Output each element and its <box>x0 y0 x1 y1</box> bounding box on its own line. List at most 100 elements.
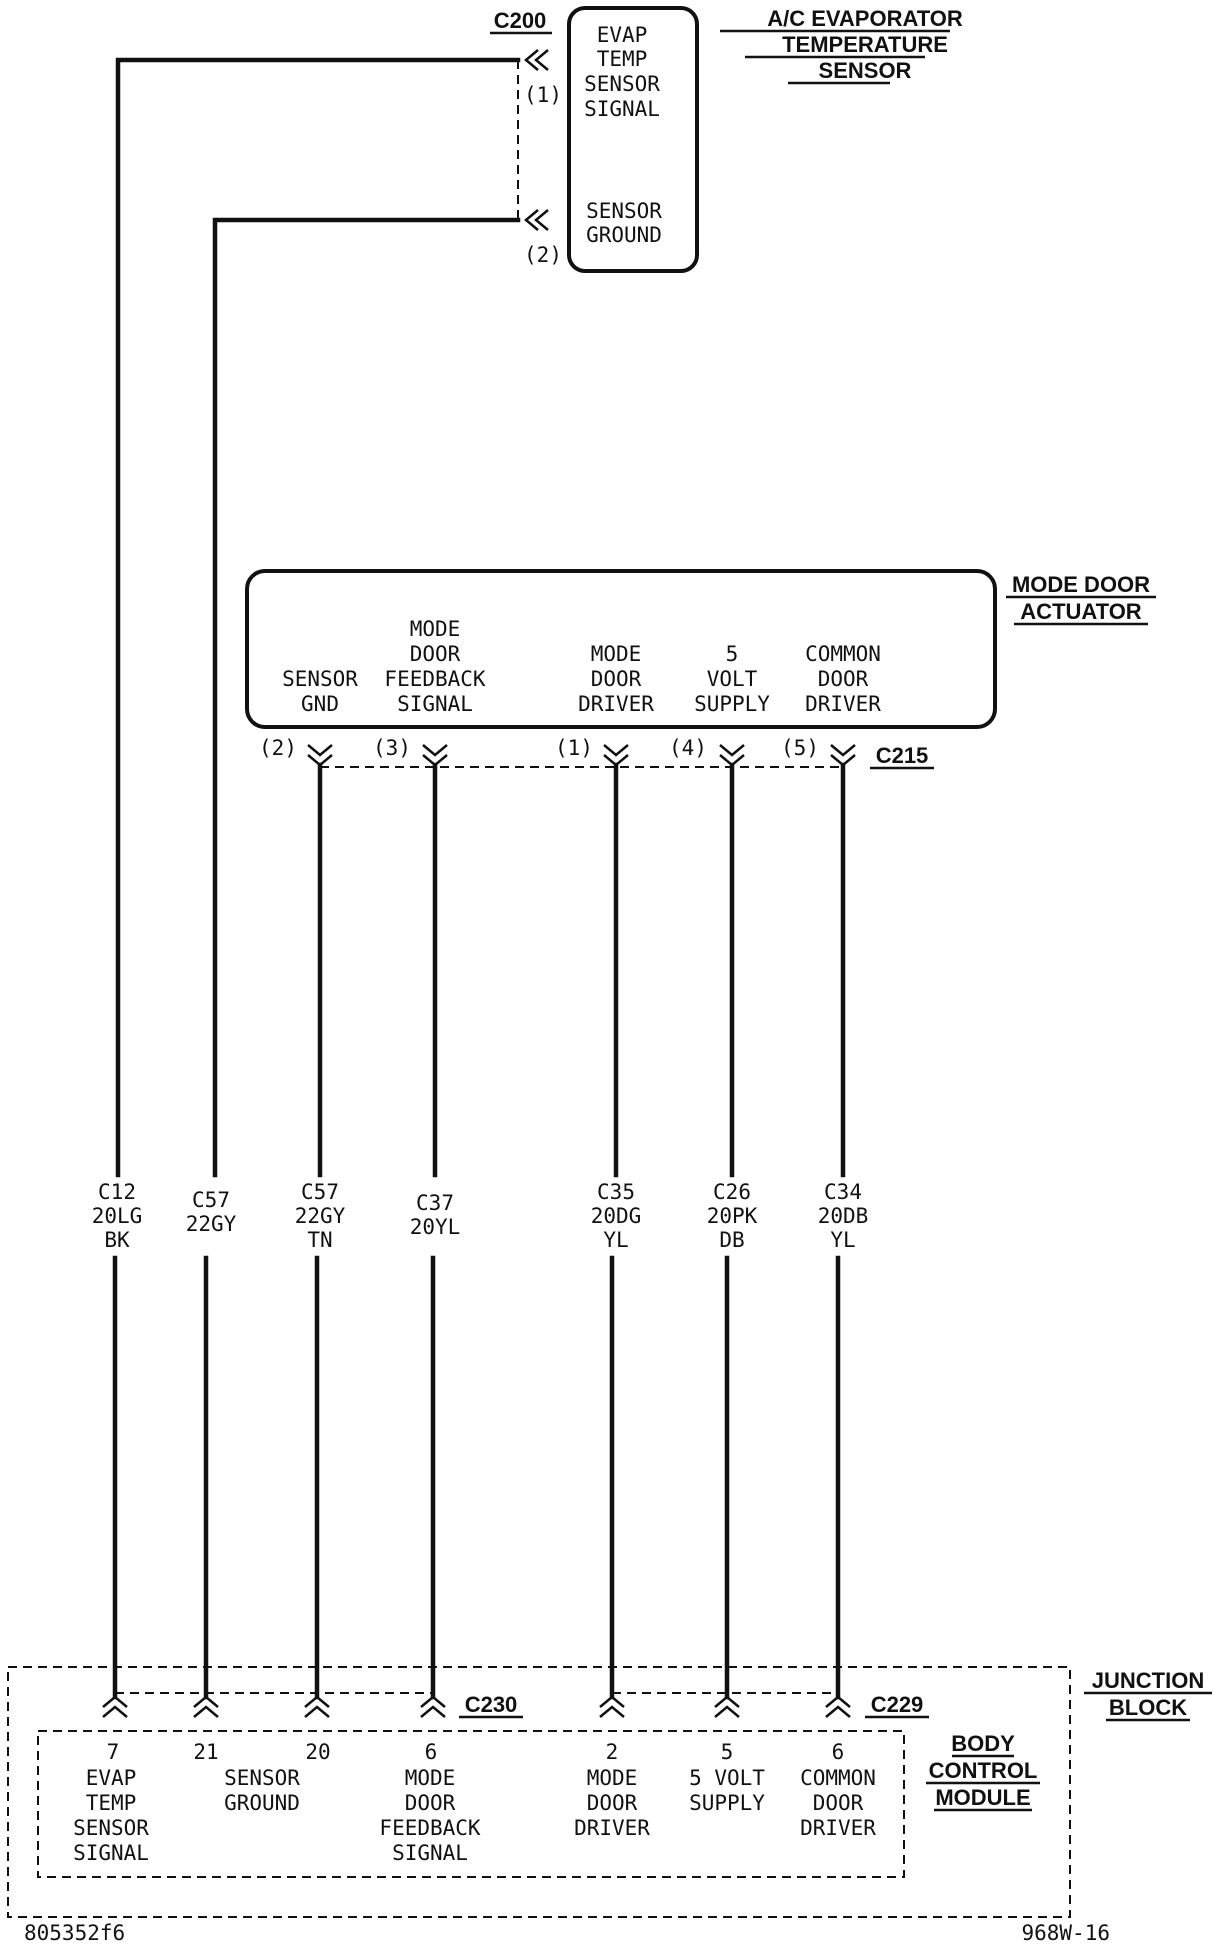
md-pin-feedback-3: FEEDBACK <box>384 667 486 691</box>
bcm-box <box>37 1730 905 1878</box>
bcm-pin5-desc-1: 5 VOLT <box>689 1766 765 1790</box>
md-pin-driver-1: MODE <box>591 642 642 666</box>
wire4-label-2: 20YL <box>410 1215 461 1239</box>
bcm-pin6b-desc-2: DOOR <box>813 1791 864 1815</box>
bcm-pin20-terminal <box>304 1695 330 1718</box>
bcm-pin6a-terminal <box>420 1695 446 1718</box>
wire4-label-1: C37 <box>416 1191 454 1215</box>
c229-label: C229 <box>871 1692 924 1717</box>
evap-sensor-box <box>567 6 699 273</box>
c215-pin3-number: (3) <box>373 736 411 760</box>
c200-label: C200 <box>494 8 547 33</box>
c215-pin4-number: (4) <box>669 736 707 760</box>
c215-pin4-terminal <box>719 744 745 767</box>
md-pin-common-1: COMMON <box>805 642 881 666</box>
wire7-label-1: C34 <box>824 1180 862 1204</box>
bcm-pin6b-desc-1: COMMON <box>800 1766 876 1790</box>
c215-pin2-terminal <box>307 744 333 767</box>
junction-block-title-2: BLOCK <box>1109 1695 1187 1720</box>
wire3-label-2: 22GY <box>295 1204 346 1228</box>
body-control-module: BODY CONTROL MODULE 7 21 20 6 2 5 6 EVAP… <box>37 1730 1040 1878</box>
footer-right-code: 968W-16 <box>1021 1921 1110 1945</box>
wire5-label-3: YL <box>603 1228 628 1252</box>
bcm-pin2-desc-3: DRIVER <box>574 1816 650 1840</box>
c215-pin5-terminal <box>830 744 856 767</box>
bcm-title-1: BODY <box>951 1731 1015 1756</box>
md-pin-feedback-1: MODE <box>410 617 461 641</box>
bcm-pin7-desc-2: TEMP <box>86 1791 137 1815</box>
wire1-label-3: BK <box>104 1228 130 1252</box>
bcm-title-3: MODULE <box>935 1785 1030 1810</box>
c215-pin3-terminal <box>422 744 448 767</box>
evap-sensor-title-3: SENSOR <box>819 58 912 83</box>
c230-label: C230 <box>465 1692 518 1717</box>
bcm-pin5-number: 5 <box>721 1740 734 1764</box>
wire7-label-2: 20DB <box>818 1204 869 1228</box>
md-pin-feedback-2: DOOR <box>410 642 461 666</box>
c200-pin2-terminal <box>524 209 549 231</box>
c215-pin5-number: (5) <box>781 736 819 760</box>
wire6-label-3: DB <box>719 1228 744 1252</box>
wires: C12 20LG BK C57 22GY C57 22GY TN C37 20Y… <box>92 57 869 1700</box>
wire6-label-1: C26 <box>713 1180 751 1204</box>
md-pin-5v-3: SUPPLY <box>694 692 770 716</box>
md-pin-5v-2: VOLT <box>707 667 758 691</box>
wire5-label-2: 20DG <box>591 1204 642 1228</box>
evap-pin1-label-2: TEMP <box>597 47 648 71</box>
bcm-pin6b-number: 6 <box>832 1740 845 1764</box>
bcm-pin6a-desc-1: MODE <box>405 1766 456 1790</box>
c200-pin2-number: (2) <box>524 243 562 267</box>
md-pin-sensor-gnd-2: GND <box>301 692 339 716</box>
c200-pin1-terminal <box>524 49 549 71</box>
bcm-pin21-number: 21 <box>193 1740 218 1764</box>
c200-pin1-number: (1) <box>524 83 562 107</box>
bcm-pin5-terminal <box>714 1695 740 1718</box>
bcm-pin2-desc-1: MODE <box>587 1766 638 1790</box>
wire3-label-3: TN <box>307 1228 332 1252</box>
md-pin-driver-2: DOOR <box>591 667 642 691</box>
bcm-title-2: CONTROL <box>929 1758 1038 1783</box>
bcm-pin7-terminal <box>102 1695 128 1718</box>
evap-pin1-label-3: SENSOR <box>584 72 660 96</box>
mode-door-title-1: MODE DOOR <box>1012 572 1150 597</box>
bcm-pin2-terminal <box>599 1695 625 1718</box>
md-pin-5v-1: 5 <box>726 642 739 666</box>
bcm-pin6a-number: 6 <box>425 1740 438 1764</box>
mode-door-box <box>245 569 997 729</box>
bcm-pin6b-terminal <box>825 1695 851 1718</box>
md-pin-sensor-gnd-1: SENSOR <box>282 667 358 691</box>
wire1-label-1: C12 <box>98 1180 136 1204</box>
c215-pin1-terminal <box>603 744 629 767</box>
bcm-pin6b-desc-3: DRIVER <box>800 1816 876 1840</box>
bcm-pin7-number: 7 <box>107 1740 120 1764</box>
bcm-pin7-desc-3: SENSOR <box>73 1816 149 1840</box>
junction-block-title-1: JUNCTION <box>1092 1668 1204 1693</box>
bcm-pin2-number: 2 <box>606 1740 619 1764</box>
md-pin-common-2: DOOR <box>818 667 869 691</box>
junction-block: JUNCTION BLOCK C230 C229 <box>7 1666 1212 1918</box>
footer-left-code: 805352f6 <box>24 1921 125 1945</box>
bcm-pin7-desc-4: SIGNAL <box>73 1841 149 1865</box>
bcm-pin6a-desc-4: SIGNAL <box>392 1841 468 1865</box>
c215-pin1-number: (1) <box>555 736 593 760</box>
wire-c12 <box>115 57 521 1178</box>
mode-door-title-2: ACTUATOR <box>1020 599 1142 624</box>
md-pin-common-3: DRIVER <box>805 692 881 716</box>
bcm-pin21-terminal <box>193 1695 219 1718</box>
wire6-label-2: 20PK <box>707 1204 758 1228</box>
bcm-pin6a-desc-2: DOOR <box>405 1791 456 1815</box>
wire5-label-1: C35 <box>597 1180 635 1204</box>
evap-sensor-title-2: TEMPERATURE <box>782 32 948 57</box>
bcm-pin21-desc-1: SENSOR <box>224 1766 300 1790</box>
evap-pin2-label-1: SENSOR <box>586 199 662 223</box>
evap-sensor-title-1: A/C EVAPORATOR <box>767 6 963 31</box>
evap-sensor: A/C EVAPORATOR TEMPERATURE SENSOR C200 (… <box>490 6 963 273</box>
c215-label: C215 <box>876 743 929 768</box>
wire3-label-1: C57 <box>301 1180 339 1204</box>
bcm-pin20-number: 20 <box>305 1740 330 1764</box>
md-pin-driver-3: DRIVER <box>578 692 654 716</box>
bcm-pin21-desc-2: GROUND <box>224 1791 300 1815</box>
mode-door-actuator: MODE DOOR ACTUATOR C215 SENSOR GND MODE … <box>245 569 1156 770</box>
evap-pin1-label-4: SIGNAL <box>584 97 660 121</box>
